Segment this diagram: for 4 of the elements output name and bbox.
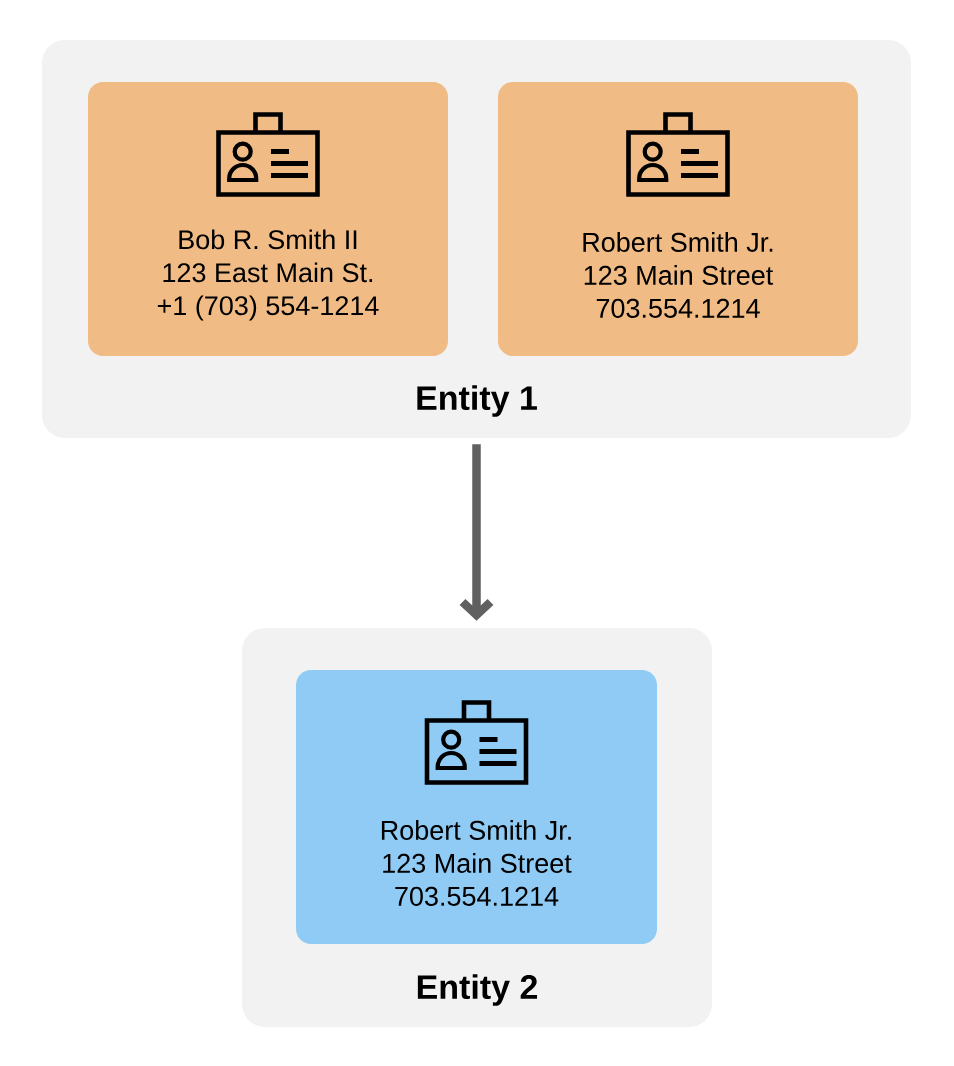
contact-card: Robert Smith Jr. 123 Main Street 703.554.1214	[498, 82, 858, 356]
contact-card: Robert Smith Jr. 123 Main Street 703.554.1214	[296, 670, 657, 944]
arrow	[459, 444, 494, 621]
contact-card: Bob R. Smith II 123 East Main St. +1 (703) 554-1214	[88, 82, 448, 356]
